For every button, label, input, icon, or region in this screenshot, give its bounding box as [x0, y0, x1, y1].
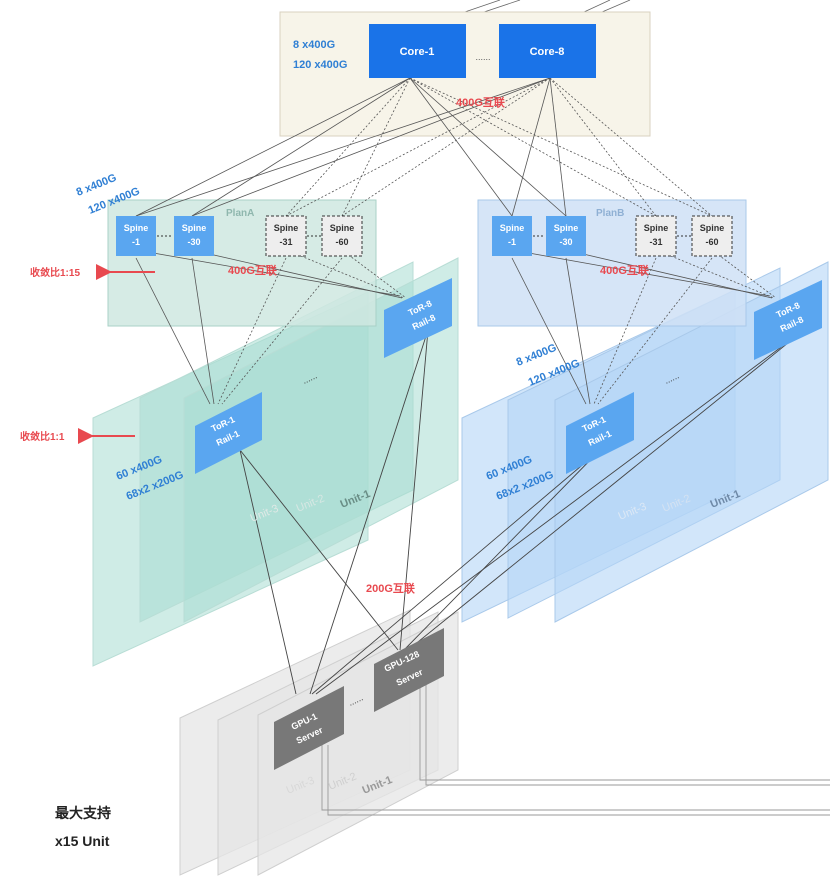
- core-bw-line2: 120 x400G: [293, 59, 347, 71]
- plane-b-tor-1: [566, 392, 634, 474]
- plane-b-tor-8: [754, 280, 822, 360]
- plane-b-spine-1-line2: -1: [508, 237, 516, 247]
- core-interconnect-label: 400G互联: [456, 95, 505, 109]
- gpu-servers: GPU-1 Server GPU-128 Server ......: [274, 628, 444, 770]
- plane-a-spine-to-tor-links: [135, 249, 407, 405]
- plane-b-spine-60-line2: -60: [705, 237, 718, 247]
- plane-a-name: PlanA: [226, 208, 254, 219]
- plane-a-spine-1-line1: Spine: [124, 223, 149, 233]
- gpu-128-server: [374, 628, 444, 712]
- tor-to-server-links: [239, 329, 805, 695]
- plane-a-convergence-spine: 收敛比1:15: [30, 266, 80, 279]
- core-1-label: Core-1: [400, 46, 435, 58]
- plane-b-spine-31-line2: -31: [649, 237, 662, 247]
- gpu-1-server: [274, 686, 344, 770]
- plane-a-spine-30: [174, 216, 214, 256]
- plane-b-spine-30-line2: -30: [559, 237, 572, 247]
- plane-b-name: PlanB: [596, 208, 624, 219]
- plane-a-spines: Spine -1 Spine -30 Spine -31 Spine -60: [116, 215, 363, 257]
- plane-a-spine-60-line1: Spine: [330, 223, 355, 233]
- plane-b-interconnect-label: 400G互联: [600, 263, 649, 277]
- plane-b-tors: ToR-8 Rail-8 ToR-1 Rail-1 ......: [566, 280, 822, 474]
- plane-a-tor-1: [195, 392, 262, 474]
- plane-a-spine-30-line2: -30: [187, 237, 200, 247]
- server-right-cables: [321, 668, 830, 816]
- plane-a-spine-60: [321, 215, 363, 257]
- plane-b-spine-31: [635, 215, 677, 257]
- core-to-spine-links: [135, 77, 713, 217]
- plane-a-tor-8: [384, 278, 452, 358]
- core-1-switch: [369, 24, 466, 78]
- core-ellipsis: ......: [475, 52, 490, 62]
- core-8-label: Core-8: [530, 46, 565, 58]
- plane-b-spine-1: [492, 216, 532, 256]
- plane-a-spine-1: [116, 216, 156, 256]
- plane-a-spine-60-line2: -60: [335, 237, 348, 247]
- plane-a-convergence-tor: 收敛比1:1: [20, 430, 65, 443]
- plane-b-spine-to-tor-links: [511, 249, 777, 405]
- plane-a-spine-1-line2: -1: [132, 237, 140, 247]
- footer-unit-count: x15 Unit: [55, 833, 110, 849]
- plane-b-spines: Spine -1 Spine -30 Spine -31 Spine -60: [492, 215, 733, 257]
- plane-b-spine-31-line1: Spine: [644, 223, 669, 233]
- plane-b: [461, 199, 829, 623]
- core-8-switch: [499, 24, 596, 78]
- plane-b-spine-60: [691, 215, 733, 257]
- plane-b-spine-1-line1: Spine: [500, 223, 525, 233]
- core-bw-line1: 8 x400G: [293, 39, 335, 51]
- plane-a-tors: ToR-8 Rail-8 ToR-1 Rail-1 ......: [195, 278, 452, 474]
- plane-a-interconnect-label: 400G互联: [228, 263, 277, 277]
- plane-b-spine-30-line1: Spine: [554, 223, 579, 233]
- server-interconnect-label: 200G互联: [366, 581, 415, 595]
- plane-a-spine-31: [265, 215, 307, 257]
- plane-b-spine-60-line1: Spine: [700, 223, 725, 233]
- plane-b-spine-30: [546, 216, 586, 256]
- footer-max-support: 最大支持: [55, 805, 111, 821]
- plane-a-spine-30-line1: Spine: [182, 223, 207, 233]
- plane-a-spine-31-line1: Spine: [274, 223, 299, 233]
- plane-b-uplink-line1: 8 x400G: [515, 342, 559, 369]
- plane-a-spine-31-line2: -31: [279, 237, 292, 247]
